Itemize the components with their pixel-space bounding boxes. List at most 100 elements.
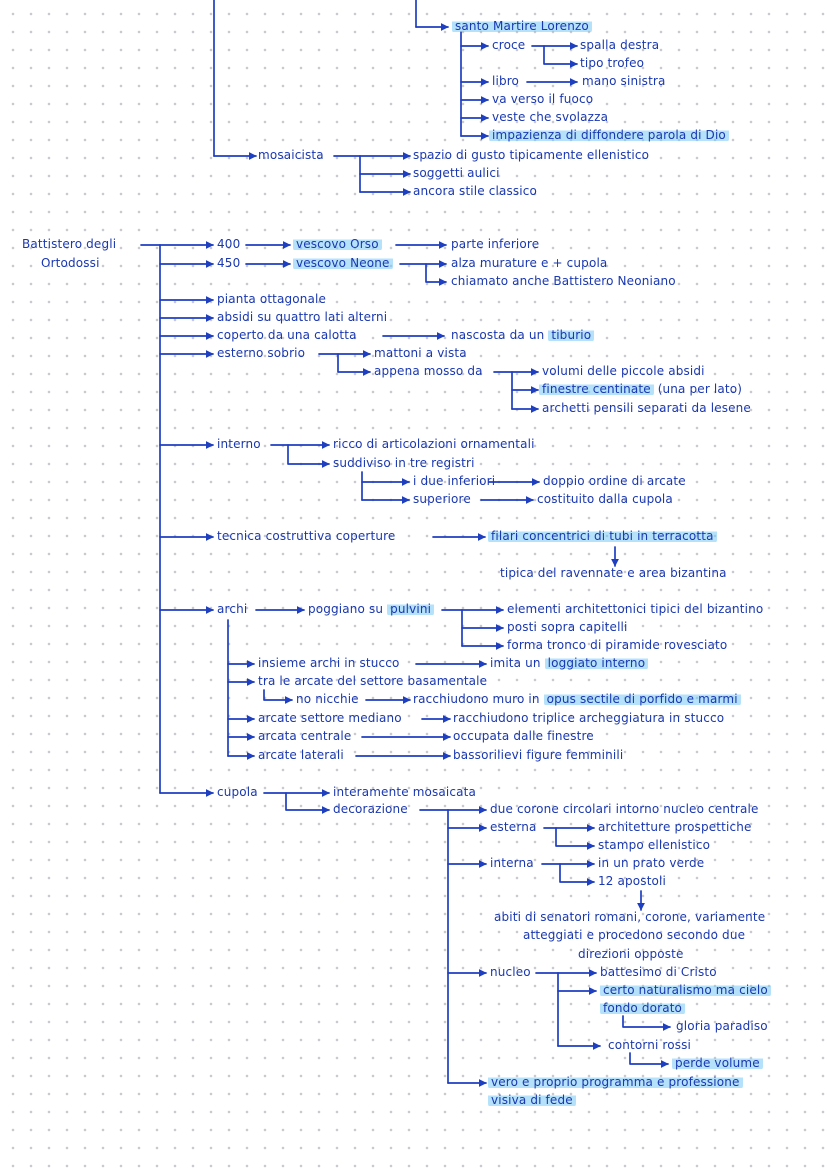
node-programma-line2: visiva di fede [488, 1093, 576, 1108]
node-superiore: superiore [413, 492, 471, 506]
node-label: certo naturalismo ma cielo [600, 983, 771, 997]
node-prato-verde: in un prato verde [598, 856, 705, 870]
node-perde-volume: perde volume [672, 1056, 763, 1071]
node-interno: interno [217, 437, 261, 451]
node-label: imita un [490, 656, 541, 670]
node-mano-sinistra: mano sinistra [582, 74, 666, 88]
node-santo-martire-lorenzo: santo Martire Lorenzo [452, 19, 592, 34]
node-battesimo-cristo: battesimo di Cristo [600, 965, 717, 979]
node-label-highlight: finestre centinate [539, 382, 654, 396]
node-abiti-line3: direzioni opposte [578, 947, 684, 961]
node-bassorilievi: bassorilievi figure femminili [453, 748, 624, 762]
node-abiti-line2: atteggiati e procedono secondo due [523, 928, 746, 942]
node-programma-line1: vero e proprio programma e professione [488, 1075, 743, 1090]
node-occupata-finestre: occupata dalle finestre [453, 729, 594, 743]
node-esterno-sobrio: esterno sobrio [217, 346, 306, 360]
node-appena-mosso: appena mosso da [374, 364, 483, 378]
node-croce: croce [492, 38, 526, 52]
node-va-verso-fuoco: va verso il fuoco [492, 92, 594, 106]
node-filari-concentrici: filari concentrici di tubi in terracotta [488, 529, 717, 544]
node-450: 450 [217, 256, 241, 270]
node-ricco-articolazioni: ricco di articolazioni ornamentali [333, 437, 535, 451]
node-label: impazienza di diffondere parola di Dio [489, 128, 729, 142]
node-label: fondo dorato [600, 1001, 686, 1015]
node-vescovo-neone: vescovo Neone [293, 256, 393, 271]
node-naturalismo-line2: fondo dorato [600, 1001, 686, 1016]
node-veste-svolazza: veste che svolazza [492, 110, 609, 124]
node-soggetti-aulici: soggetti aulici [413, 166, 500, 180]
node-label: perde volume [672, 1056, 763, 1070]
arrow [425, 263, 447, 286]
node-label-highlight: loggiato interno [544, 656, 649, 670]
node-abiti-line1: abiti di senatori romani, corone, variam… [494, 910, 766, 924]
arrow [555, 827, 595, 850]
node-libro: libro [492, 74, 520, 88]
node-impazienza: impazienza di diffondere parola di Dio [489, 128, 729, 143]
node-poggiano-pulvini: poggiano su pulvini [308, 602, 435, 617]
node-label: vescovo Orso [293, 237, 382, 251]
node-spalla-destra: spalla destra [580, 38, 660, 52]
node-interamente-mosaicata: interamente mosaicata [333, 785, 477, 799]
node-calotta: coperto da una calotta [217, 328, 357, 342]
node-tecnica-costruttiva: tecnica costruttiva coperture [217, 529, 396, 543]
node-label-highlight: opus sectile di porfido e marmi [543, 692, 741, 706]
node-settore-mediano: arcate settore mediano [258, 711, 402, 725]
node-label: santo Martire Lorenzo [452, 19, 592, 33]
node-architetture-prospettiche: architetture prospettiche [598, 820, 752, 834]
node-spazio-ellenistico: spazio di gusto tipicamente ellenistico [413, 148, 650, 162]
node-cupola: cupola [217, 785, 258, 799]
node-label: vescovo Neone [293, 256, 393, 270]
arrow [337, 353, 371, 376]
arrow [629, 1052, 669, 1068]
node-tre-registri: suddiviso in tre registri [333, 456, 475, 470]
node-contorni-rossi: contorni rossi [608, 1038, 692, 1052]
node-label: poggiano su [308, 602, 384, 616]
node-mosaicista: mosaicista [258, 148, 324, 162]
node-volumi-absidi: volumi delle piccole absidi [542, 364, 705, 378]
node-stampo-ellenistico: stampo ellenistico [598, 838, 711, 852]
node-archetti-pensili: archetti pensili separati da lesene [542, 401, 751, 415]
node-tipica-ravennate: tipica del ravennate e area bizantina [500, 566, 727, 580]
node-label: (una per lato) [657, 382, 743, 396]
node-due-corone: due corone circolari intorno nucleo cent… [490, 802, 759, 816]
node-arcata-centrale: arcata centrale [258, 729, 352, 743]
node-arcate-laterali: arcate laterali [258, 748, 344, 762]
arrow [543, 45, 578, 68]
node-arcate-basamentale: tra le arcate del settore basamentale [258, 674, 488, 688]
node-vescovo-orso: vescovo Orso [293, 237, 382, 252]
arrow [622, 1015, 671, 1031]
node-tipo-trofeo: tipo trofeo [580, 56, 645, 70]
node-sopra-capitelli: posti sopra capitelli [507, 620, 628, 634]
node-battistero-neoniano: chiamato anche Battistero Neoniano [451, 274, 676, 288]
node-opus-sectile: racchiudono muro in opus sectile di porf… [413, 692, 741, 707]
node-alza-murature: alza murature e + cupola [451, 256, 608, 270]
node-mattoni: mattoni a vista [374, 346, 467, 360]
node-parte-inferiore: parte inferiore [451, 237, 540, 251]
node-pianta-ottagonale: pianta ottagonale [217, 292, 327, 306]
node-elementi-bizantino: elementi architettonici tipici del bizan… [507, 602, 764, 616]
node-nucleo: nucleo [490, 965, 531, 979]
node-label-highlight: pulvini [387, 602, 435, 616]
node-label: visiva di fede [488, 1093, 576, 1107]
node-finestre-centinate: finestre centinate (una per lato) [539, 382, 742, 397]
node-triplice-archeggiatura: racchiudono triplice archeggiatura in st… [453, 711, 725, 725]
node-label: nascosta da un [451, 328, 545, 342]
node-interna: interna [490, 856, 534, 870]
arrow [285, 792, 330, 814]
node-tronco-piramide: forma tronco di piramide rovesciato [507, 638, 728, 652]
node-nascosta-tiburio: nascosta da un tiburio [451, 328, 595, 343]
node-costituito-cupola: costituito dalla cupola [537, 492, 673, 506]
node-12-apostoli: 12 apostoli [598, 874, 667, 888]
node-label: vero e proprio programma e professione [488, 1075, 743, 1089]
node-label: racchiudono muro in [413, 692, 540, 706]
arrow [559, 863, 595, 886]
arrow [287, 444, 330, 468]
node-battistero-line1: Battistero degli [22, 237, 117, 251]
node-archi-stucco: insieme archi in stucco [258, 656, 400, 670]
node-doppio-ordine: doppio ordine di arcate [543, 474, 686, 488]
node-archi: archi [217, 602, 248, 616]
node-stile-classico: ancora stile classico [413, 184, 538, 198]
node-absidi: absidi su quattro lati alterni [217, 310, 388, 324]
node-label-highlight: tiburio [548, 328, 595, 342]
